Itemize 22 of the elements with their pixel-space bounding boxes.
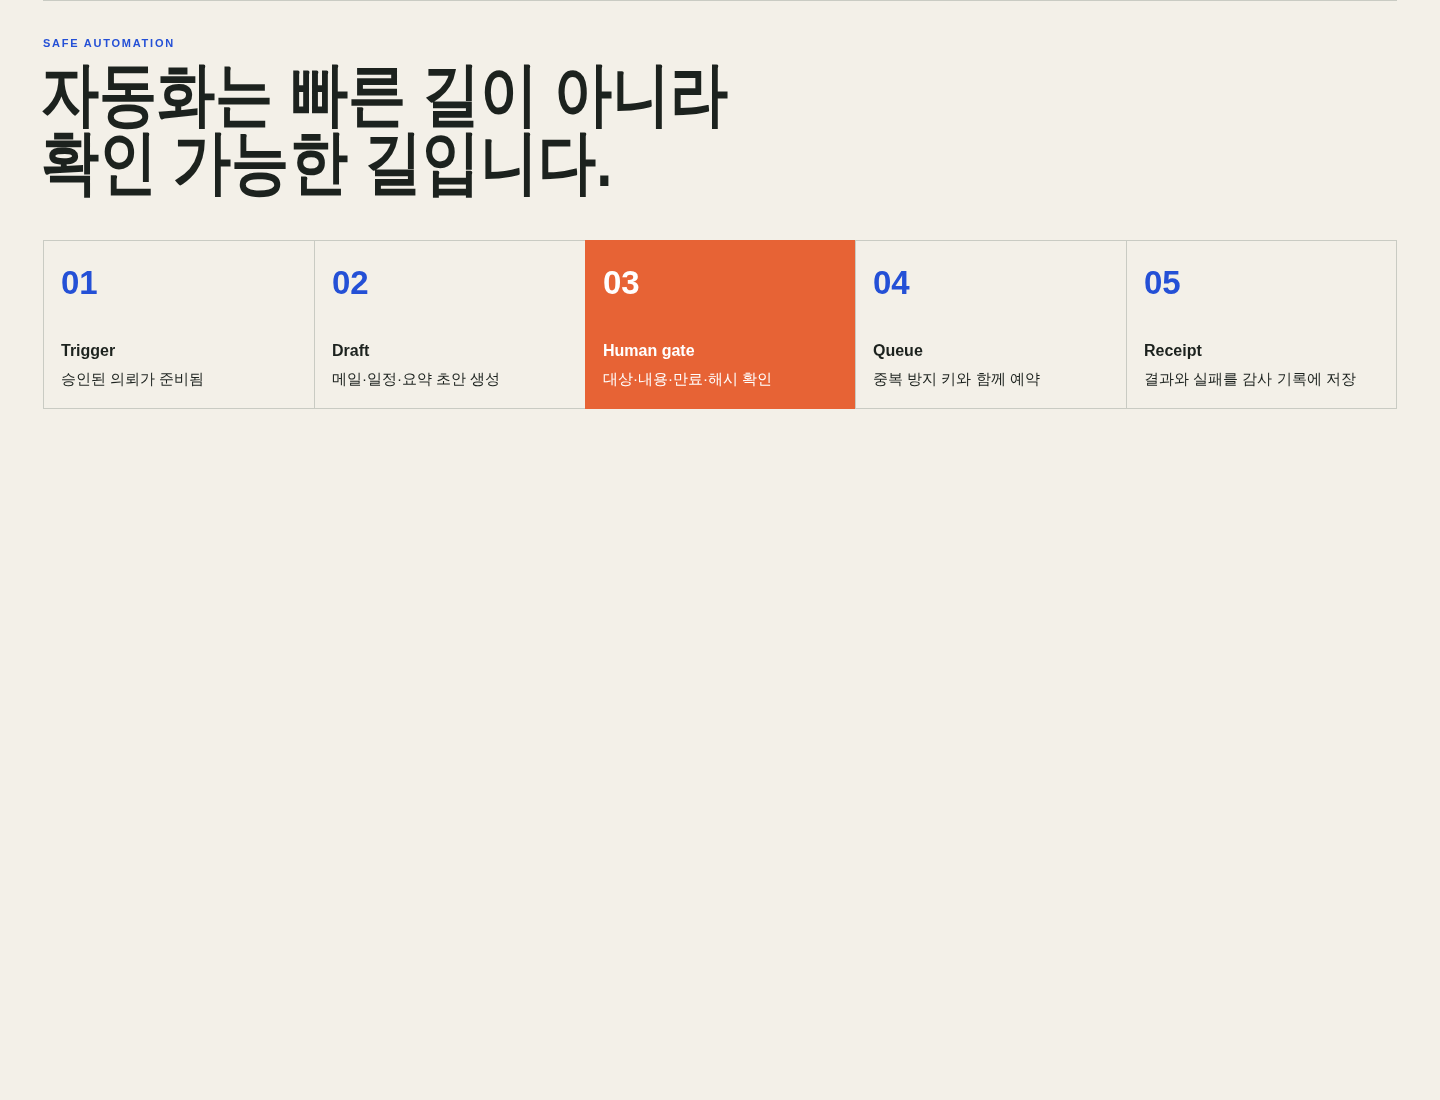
step-card (585, 240, 856, 409)
eyebrow-label: SAFE AUTOMATION (43, 36, 175, 50)
step-card (43, 240, 315, 409)
step-title: Human gate (603, 341, 695, 361)
step-title: Draft (332, 341, 370, 361)
step-description: 메일·일정·요약 초안 생성 (332, 369, 501, 389)
step-card (855, 240, 1127, 409)
step-description: 중복 방지 키와 함께 예약 (873, 369, 1040, 389)
step-title: Trigger (61, 341, 116, 361)
step-description: 대상·내용·만료·해시 확인 (603, 369, 773, 389)
step-description: 승인된 의뢰가 준비됨 (61, 369, 205, 389)
step-number: 02 (332, 263, 369, 303)
step-number: 03 (603, 263, 640, 303)
heading: 자동화는 빠른 길이 아니라 확인 가능한 길입니다. (41, 60, 730, 196)
step-card (314, 240, 586, 409)
step-card (1126, 240, 1397, 409)
step-description: 결과와 실패를 감사 기록에 저장 (1144, 369, 1356, 389)
step-number: 01 (61, 263, 98, 303)
step-title: Receipt (1144, 341, 1202, 361)
step-title: Queue (873, 341, 923, 361)
step-number: 04 (873, 263, 910, 303)
step-number: 05 (1144, 263, 1181, 303)
